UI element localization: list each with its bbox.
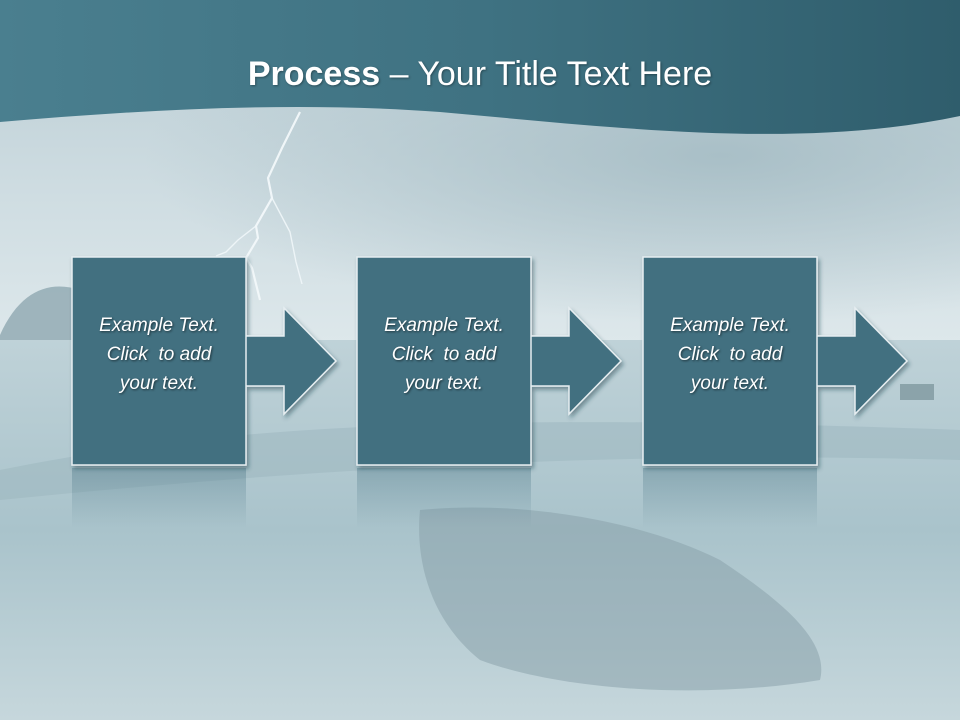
right-arrow-icon — [243, 306, 338, 416]
step-reflection — [357, 468, 531, 528]
process-step-3[interactable] — [642, 256, 909, 466]
step-2-text[interactable]: Example Text. Click to add your text. — [357, 311, 531, 398]
step-3-text[interactable]: Example Text. Click to add your text. — [643, 311, 817, 398]
step-1-text[interactable]: Example Text. Click to add your text. — [72, 311, 246, 398]
step-box — [356, 256, 532, 466]
slide-title[interactable]: Process – Your Title Text Here — [0, 52, 960, 96]
step-reflection — [72, 468, 246, 528]
step-text-line: Example Text. — [384, 315, 504, 336]
distant-hay-bale — [900, 384, 934, 400]
title-rest: – Your Title Text Here — [380, 55, 713, 93]
right-arrow-icon — [528, 306, 623, 416]
step-text-line: your text. — [404, 373, 484, 394]
step-box — [71, 256, 247, 466]
step-box — [642, 256, 818, 466]
step-text-line: Example Text. — [99, 315, 219, 336]
process-step-2[interactable] — [356, 256, 623, 466]
step-reflection — [643, 468, 817, 528]
title-bold: Process — [247, 55, 381, 93]
step-text-line: your text. — [119, 373, 199, 394]
step-text-line: Click to add — [677, 344, 783, 365]
header-band — [0, 0, 960, 134]
step-text-line: Example Text. — [670, 315, 790, 336]
process-step-1[interactable] — [71, 256, 338, 466]
right-arrow-icon — [814, 306, 909, 416]
step-text-line: your text. — [690, 373, 770, 394]
lightning-branch — [271, 197, 303, 285]
lightning-branch — [215, 225, 257, 257]
hay-bale-shadow — [419, 507, 822, 691]
lightning-bolt — [244, 111, 301, 301]
step-text-line: Click to add — [391, 344, 497, 365]
step-text-line: Click to add — [106, 344, 212, 365]
